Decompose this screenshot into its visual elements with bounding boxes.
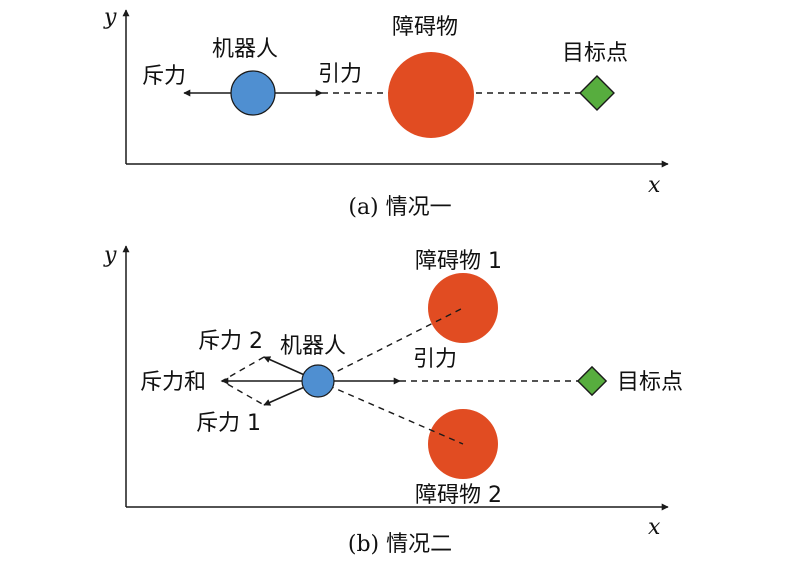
panel-b-caption: (b) 情况二 — [348, 532, 452, 557]
panel-a-obstacle-label: 障碍物 — [392, 15, 458, 40]
panel-a-caption: (a) 情况一 — [348, 195, 451, 220]
panel-b-repulsive-1-label: 斥力 1 — [196, 411, 261, 436]
panel-a-attractive-label: 引力 — [318, 62, 362, 87]
panel-b: y x 目标点 障碍物 1 障碍物 2 机器人 引力 斥力 2 斥力和 斥力 1… — [103, 243, 683, 557]
panel-b-dashed-to-obstacle-1 — [317, 307, 464, 382]
panel-b-obstacle-2-label: 障碍物 2 — [415, 483, 502, 508]
panel-a-x-axis-label: x — [648, 173, 661, 198]
panel-a-y-axis-label: y — [103, 5, 117, 30]
panel-a-target-marker — [579, 75, 615, 111]
panel-b-obstacle-1 — [428, 273, 498, 343]
panel-b-y-axis-label: y — [103, 243, 117, 268]
panel-b-robot — [301, 364, 335, 398]
panel-b-target-label: 目标点 — [617, 370, 683, 395]
panel-a-target-label: 目标点 — [562, 41, 628, 66]
panel-b-repulsive-sum-label: 斥力和 — [140, 370, 206, 395]
panel-b-obstacle-1-label: 障碍物 1 — [415, 249, 502, 274]
panel-b-repulsive-2-label: 斥力 2 — [198, 329, 263, 354]
panel-b-x-axis-label: x — [648, 515, 661, 540]
panel-a-repulsive-label: 斥力 — [142, 64, 186, 89]
panel-b-robot-label: 机器人 — [280, 334, 346, 359]
panel-a-robot — [230, 70, 276, 116]
panel-a-obstacle — [388, 52, 474, 138]
panel-b-target-marker — [576, 365, 608, 397]
panel-b-dashed-to-obstacle-2 — [317, 380, 464, 445]
panel-a-robot-label: 机器人 — [212, 37, 278, 62]
panel-a: y x 障碍物 目标点 机器人 斥力 引力 (a) 情况一 — [103, 5, 669, 220]
panel-b-attractive-label: 引力 — [413, 347, 457, 372]
